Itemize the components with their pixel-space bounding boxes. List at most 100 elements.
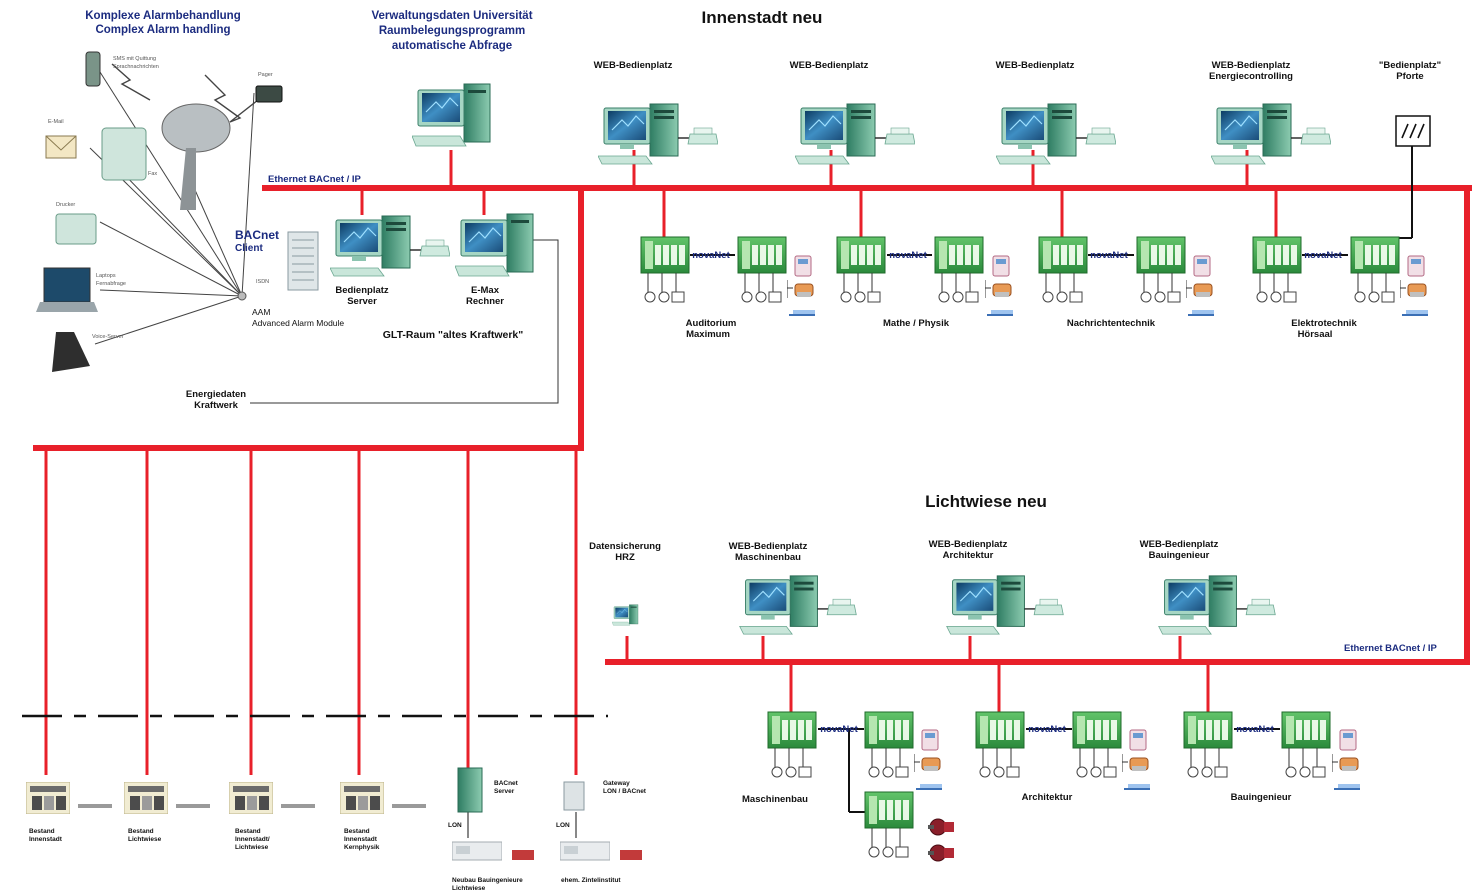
bacnet-label: BACnet bbox=[235, 228, 279, 242]
lw-web-bedienplatz-2 bbox=[1157, 575, 1277, 635]
lw-novanet-3: novaNet bbox=[1236, 724, 1274, 735]
field-devices-1 bbox=[985, 255, 1014, 317]
bestand-1-l2: Innenstadt bbox=[29, 836, 62, 843]
emax-label: E-Max bbox=[471, 285, 499, 296]
bestand-2-l2: Lichtwiese bbox=[128, 836, 162, 843]
rechner-label: Rechner bbox=[465, 296, 505, 307]
web-bedienplatz-1 bbox=[795, 103, 915, 165]
gateway-l1: Gateway bbox=[603, 780, 630, 787]
novanet-label-2: novaNet bbox=[889, 250, 927, 261]
pump-2 bbox=[927, 844, 955, 862]
controller-3 bbox=[934, 236, 984, 303]
innenstadt-ws-2-label: WEB-Bedienplatz bbox=[789, 60, 869, 71]
neubau-l1: Neubau Bauingenieure bbox=[452, 877, 523, 884]
lw-web-bedienplatz-0 bbox=[738, 575, 858, 635]
lw-ws-3-label: WEB-Bedienplatz bbox=[1139, 539, 1219, 550]
alarm-link-0 bbox=[99, 71, 243, 297]
site-nachrichtentechnik: Nachrichtentechnik bbox=[1066, 318, 1156, 329]
alarm-link-7 bbox=[194, 189, 243, 297]
novanet-label-1: novaNet bbox=[692, 250, 730, 261]
voice-server-phone-icon bbox=[52, 332, 90, 372]
lw-web-bedienplatz-1 bbox=[945, 575, 1065, 635]
ethernet-bottom-label: Ethernet BACnet / IP bbox=[1344, 643, 1437, 654]
laptop-base bbox=[36, 302, 98, 312]
radio-signal-2 bbox=[111, 63, 151, 101]
pforte-panel-icon bbox=[1401, 123, 1425, 139]
bestand-4-l3: Kernphysik bbox=[344, 844, 380, 851]
innenstadt-ws-4-sub: Energiecontrolling bbox=[1209, 71, 1293, 82]
lon-device-2 bbox=[560, 841, 610, 861]
bestand-3-l1: Bestand bbox=[235, 828, 261, 835]
lw-controller-0 bbox=[767, 711, 817, 778]
lw-ws-3-sub: Bauingenieur bbox=[1148, 550, 1210, 561]
ethernet-top-label: Ethernet BACnet / IP bbox=[268, 174, 361, 185]
field-devices-3 bbox=[1400, 255, 1429, 317]
lw-novanet-1: novaNet bbox=[820, 724, 858, 735]
web-bedienplatz-2 bbox=[996, 103, 1116, 165]
satellite-dish-icon bbox=[161, 103, 231, 153]
web-bedienplatz-3 bbox=[1211, 103, 1331, 165]
bestand-icon-1 bbox=[124, 782, 168, 814]
site-elektrotechnik-1: Elektrotechnik bbox=[1291, 318, 1357, 329]
site-mathe: Mathe / Physik bbox=[883, 318, 949, 329]
device-layer bbox=[26, 51, 1431, 862]
web-bedienplatz-0 bbox=[598, 103, 718, 165]
lw-ws-2-sub: Architektur bbox=[942, 550, 994, 561]
controller-5 bbox=[1136, 236, 1186, 303]
radio-signal bbox=[204, 74, 259, 123]
innenstadt-ws-3-label: WEB-Bedienplatz bbox=[995, 60, 1075, 71]
controller-0 bbox=[640, 236, 690, 303]
laptop-sub-label: Fernabfrage bbox=[96, 281, 126, 287]
bacnet-server-l1: BACnet bbox=[494, 780, 518, 787]
lichtwiese-title: Lichtwiese neu bbox=[925, 492, 1047, 511]
energiedaten-label: Energiedaten bbox=[185, 389, 247, 400]
lw-ws-1-label: WEB-Bedienplatz bbox=[728, 541, 808, 552]
drucker-label: Drucker bbox=[56, 202, 76, 208]
isdn-label: ISDN bbox=[256, 279, 270, 285]
gateway-icon bbox=[563, 781, 585, 811]
alarm-link-1 bbox=[241, 92, 255, 297]
pforte-label-2: Pforte bbox=[1396, 71, 1424, 82]
email-envelope-flap bbox=[45, 135, 77, 151]
controller-7 bbox=[1350, 236, 1400, 303]
bacnet-server-l2: Server bbox=[494, 788, 515, 795]
pager-label: Pager bbox=[258, 72, 273, 78]
bacnet-server-icon bbox=[457, 767, 483, 813]
lw-field-devices-0 bbox=[914, 729, 943, 791]
neubau-l2: Lichtwiese bbox=[452, 885, 486, 892]
aam-label: AAM bbox=[252, 307, 271, 317]
bestand-2-l1: Bestand bbox=[128, 828, 154, 835]
bestand-4-l1: Bestand bbox=[344, 828, 370, 835]
lw-controller-4 bbox=[1183, 711, 1233, 778]
pager-icon bbox=[255, 85, 283, 103]
energiedaten-wire bbox=[250, 239, 559, 404]
verwaltung-line3: automatische Abfrage bbox=[391, 40, 513, 52]
verwaltung-pc bbox=[412, 83, 491, 147]
emax-rechner bbox=[455, 213, 534, 277]
bestand-link-1 bbox=[176, 804, 210, 808]
controller-1 bbox=[737, 236, 787, 303]
bestand-icon-0 bbox=[26, 782, 70, 814]
lw-controller-3 bbox=[1072, 711, 1122, 778]
lw-field-devices-1 bbox=[1122, 729, 1151, 791]
mobile-phone-icon bbox=[85, 51, 101, 87]
novanet-label-4: novaNet bbox=[1304, 250, 1342, 261]
kraftwerk-label: Kraftwerk bbox=[194, 400, 238, 411]
innenstadt-ws-4-label: WEB-Bedienplatz bbox=[1211, 60, 1291, 71]
lon-label-2: LON bbox=[556, 822, 570, 829]
lw-site-architektur: Architektur bbox=[1021, 792, 1073, 803]
lw-site-maschinenbau: Maschinenbau bbox=[742, 794, 808, 805]
controller-4 bbox=[1038, 236, 1088, 303]
laptop-icon bbox=[43, 267, 91, 303]
glt-raum-label: GLT-Raum "altes Kraftwerk" bbox=[382, 329, 524, 341]
controller-6 bbox=[1252, 236, 1302, 303]
alarm-link-3 bbox=[99, 221, 243, 297]
datensicherung-label-1: Datensicherung bbox=[589, 541, 661, 552]
bestand-icon-3 bbox=[340, 782, 384, 814]
satellite-mast bbox=[180, 148, 196, 210]
bestand-3-l2: Innenstadt/ bbox=[235, 836, 270, 843]
bedienplatz-label: Bedienplatz bbox=[335, 285, 389, 296]
alarm-link-5 bbox=[94, 295, 243, 345]
drucker-icon bbox=[55, 213, 97, 245]
